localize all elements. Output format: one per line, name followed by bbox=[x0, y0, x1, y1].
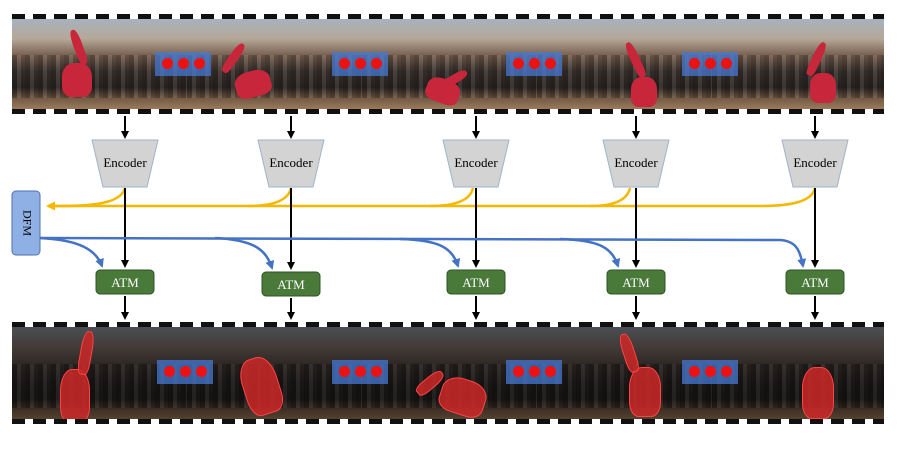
red-dot-prompt-icon bbox=[721, 366, 732, 377]
encoder-label: Encoder bbox=[614, 155, 658, 170]
atm-5: ATM bbox=[785, 269, 845, 295]
film-perforation-top bbox=[12, 322, 884, 327]
point-prompt-box bbox=[155, 52, 211, 76]
film-perforation-top bbox=[12, 14, 884, 19]
red-dot-prompt-icon bbox=[513, 366, 524, 377]
atm-3: ATM bbox=[446, 269, 506, 295]
red-dot-prompt-icon bbox=[545, 366, 556, 377]
red-dot-prompt-icon bbox=[339, 366, 350, 377]
blue-arrow-atm1 bbox=[39, 236, 104, 268]
red-dot-prompt-icon bbox=[371, 366, 382, 377]
blue-arrow-atm3 bbox=[399, 237, 461, 268]
red-dot-prompt-icon bbox=[689, 366, 700, 377]
red-dot-prompt-icon bbox=[705, 58, 716, 69]
film-perforation-bottom bbox=[12, 109, 884, 114]
red-dot-prompt-icon bbox=[162, 58, 173, 69]
film-perforation-bottom bbox=[12, 419, 884, 424]
red-dot-prompt-icon bbox=[545, 58, 556, 69]
red-dot-prompt-icon bbox=[178, 58, 189, 69]
encoder-label: Encoder bbox=[103, 155, 147, 170]
atm-label: ATM bbox=[111, 275, 139, 290]
red-dot-prompt-icon bbox=[194, 58, 205, 69]
encoder-1: Encoder bbox=[91, 139, 159, 188]
atm-2: ATM bbox=[261, 271, 321, 297]
atm-label: ATM bbox=[622, 275, 650, 290]
encoders: Encoder Encoder Encoder Encoder Encoder bbox=[91, 139, 849, 188]
yellow-arrow-enc4 bbox=[589, 187, 632, 208]
point-prompt-box bbox=[506, 360, 562, 384]
encoder-label: Encoder bbox=[793, 155, 837, 170]
red-dot-prompt-icon bbox=[529, 366, 540, 377]
vertical-flow-arrows bbox=[121, 116, 819, 320]
segmentation-mask bbox=[60, 369, 90, 419]
red-dot-prompt-icon bbox=[339, 58, 350, 69]
atm-label: ATM bbox=[801, 275, 829, 290]
point-prompt-box bbox=[157, 360, 213, 384]
atm-label: ATM bbox=[462, 275, 490, 290]
red-dot-prompt-icon bbox=[721, 58, 732, 69]
output-frame-5 bbox=[712, 327, 884, 419]
encoder-to-dfm-arrows bbox=[46, 187, 817, 211]
dfm-to-atm-arrows bbox=[39, 236, 807, 270]
point-prompt-box bbox=[332, 52, 388, 76]
yellow-arrow-enc1 bbox=[46, 187, 127, 211]
segmentation-mask bbox=[629, 367, 661, 417]
atm-modules: ATM ATM ATM ATM ATM bbox=[95, 269, 845, 297]
encoder-5: Encoder bbox=[781, 139, 849, 188]
encoder-label: Encoder bbox=[454, 155, 498, 170]
red-dot-prompt-icon bbox=[355, 366, 366, 377]
yellow-arrow-enc3 bbox=[429, 187, 475, 208]
encoder-4: Encoder bbox=[602, 139, 670, 188]
atm-1: ATM bbox=[95, 269, 155, 295]
atm-label: ATM bbox=[277, 277, 305, 292]
blue-arrow-atm2 bbox=[214, 236, 275, 270]
red-dot-prompt-icon bbox=[196, 366, 207, 377]
segmentation-mask bbox=[802, 367, 834, 419]
point-prompt-box bbox=[682, 360, 738, 384]
dfm-label: DFM bbox=[20, 210, 34, 236]
input-frame-5 bbox=[712, 19, 884, 109]
red-dot-prompt-icon bbox=[355, 58, 366, 69]
dfm-module: DFM bbox=[11, 190, 41, 256]
dancer-figure bbox=[810, 73, 836, 103]
input-frames-strip bbox=[12, 14, 884, 114]
output-frames-strip bbox=[12, 322, 884, 424]
blue-arrow-atm4 bbox=[559, 237, 621, 268]
point-prompt-box bbox=[682, 52, 738, 76]
dancer-figure bbox=[631, 77, 657, 107]
encoder-2: Encoder bbox=[257, 139, 325, 188]
red-dot-prompt-icon bbox=[529, 58, 540, 69]
red-dot-prompt-icon bbox=[164, 366, 175, 377]
red-dot-prompt-icon bbox=[513, 58, 524, 69]
encoder-label: Encoder bbox=[269, 155, 313, 170]
red-dot-prompt-icon bbox=[180, 366, 191, 377]
yellow-arrow-enc2 bbox=[247, 187, 293, 208]
red-dot-prompt-icon bbox=[371, 58, 382, 69]
blue-arrow-atm5 bbox=[39, 236, 807, 268]
dancer-figure bbox=[62, 63, 92, 97]
red-dot-prompt-icon bbox=[689, 58, 700, 69]
atm-4: ATM bbox=[606, 269, 666, 295]
encoder-3: Encoder bbox=[442, 139, 510, 188]
yellow-arrow-enc5 bbox=[48, 187, 817, 208]
red-dot-prompt-icon bbox=[705, 366, 716, 377]
point-prompt-box bbox=[506, 52, 562, 76]
point-prompt-box bbox=[332, 360, 388, 384]
